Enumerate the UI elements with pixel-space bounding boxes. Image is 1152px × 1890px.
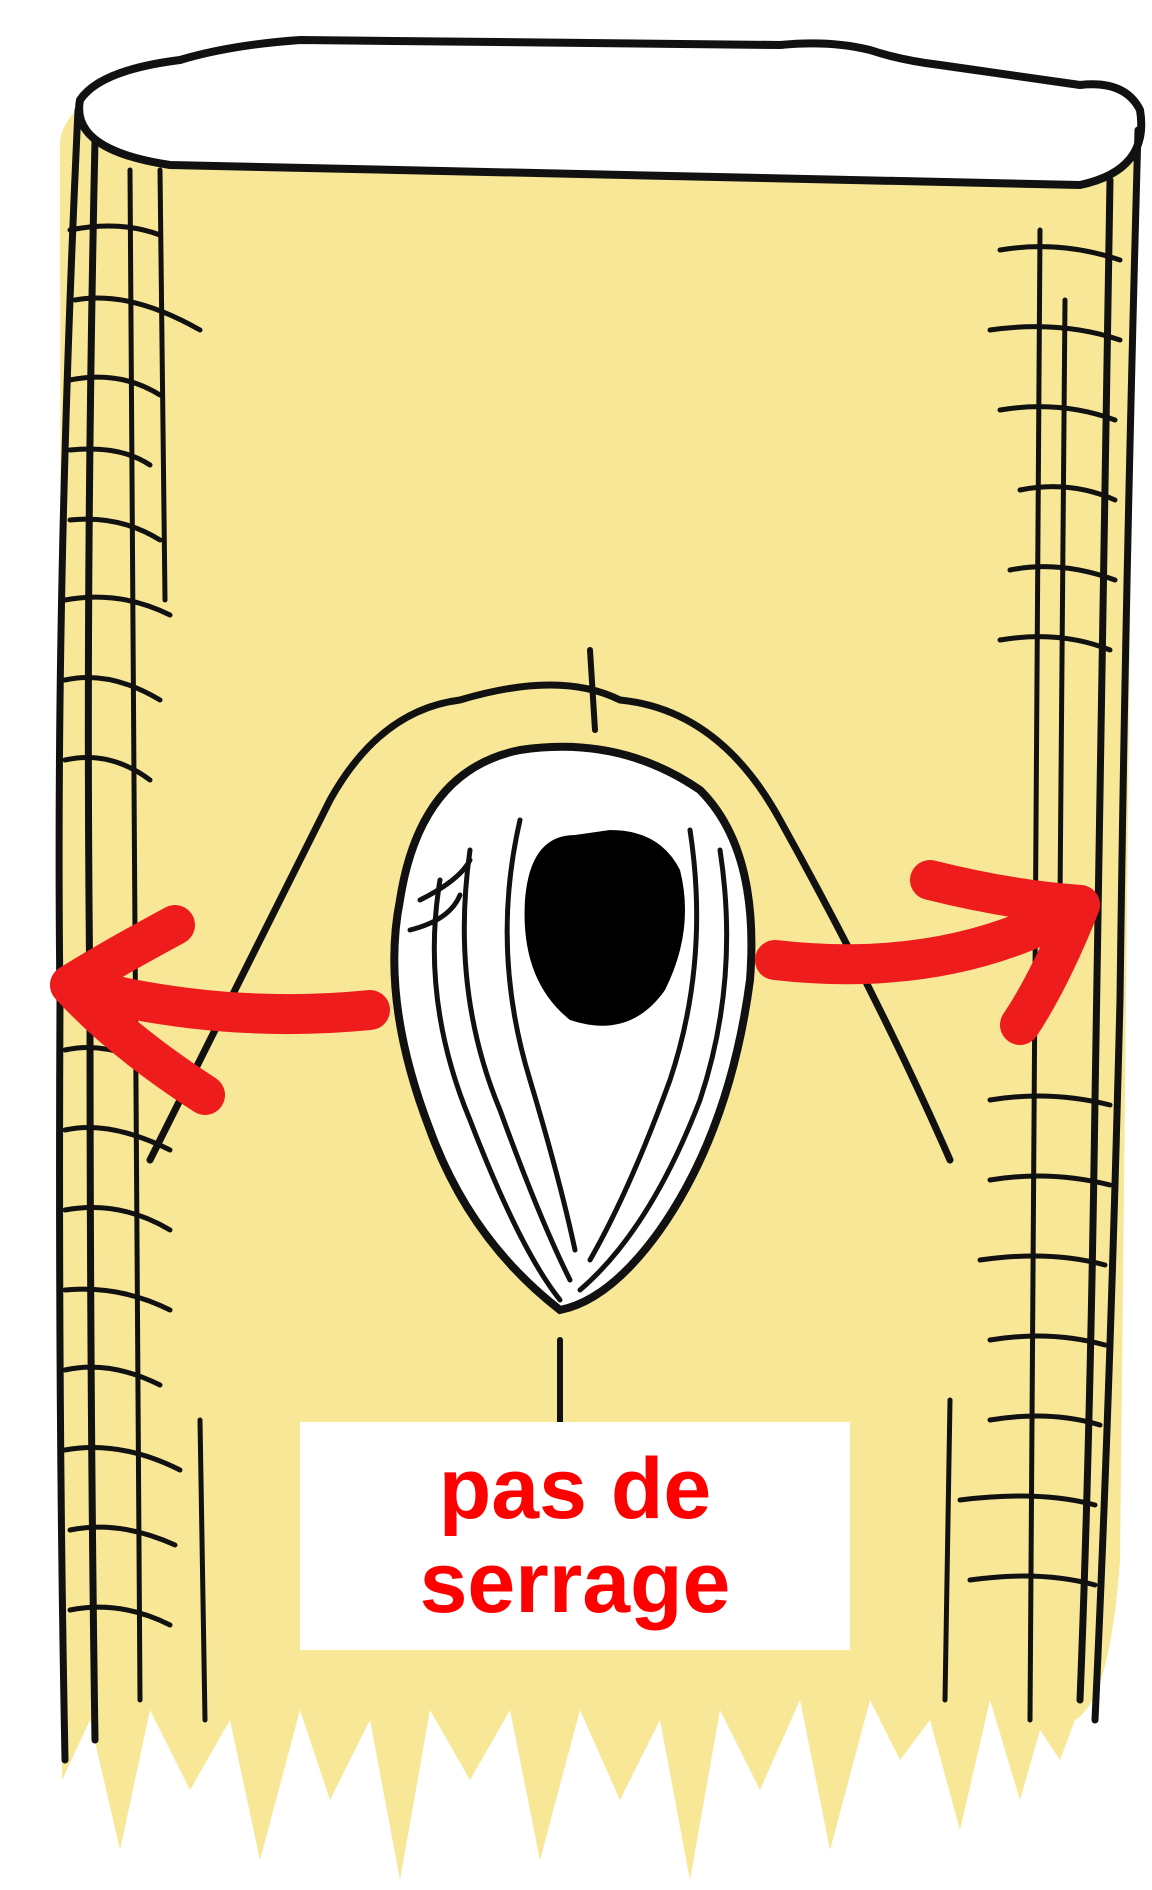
caption-line-1: pas de <box>439 1442 711 1536</box>
trunk-top-ellipse <box>79 40 1141 185</box>
caption-box: pas de serrage <box>300 1422 850 1650</box>
caption-line-2: serrage <box>420 1536 731 1630</box>
